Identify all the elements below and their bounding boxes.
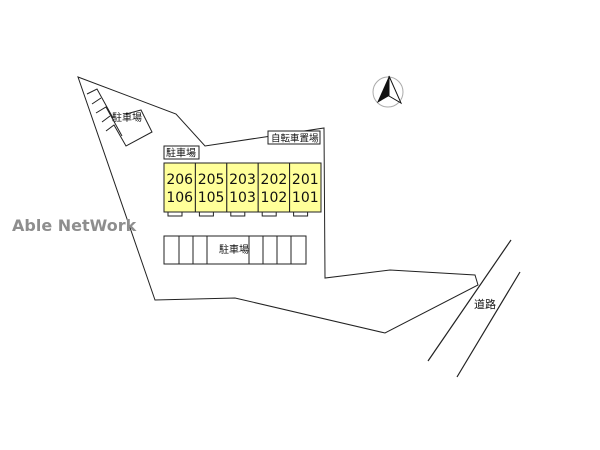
building-parking-box xyxy=(163,145,200,160)
unit-box xyxy=(163,162,196,213)
unit-number-lower: 101 xyxy=(292,190,319,206)
unit-number-upper: 201 xyxy=(292,172,319,188)
unit-entrance xyxy=(293,211,309,217)
north-arrow-icon xyxy=(372,75,404,108)
unit-number-upper: 203 xyxy=(229,172,256,188)
unit-number-upper: 206 xyxy=(166,172,193,188)
unit-box xyxy=(257,162,291,213)
site-boundary xyxy=(77,76,479,334)
unit-number-lower: 106 xyxy=(166,190,193,206)
unit-number-lower: 102 xyxy=(261,190,288,206)
parking-upper-left-label: 駐車場 xyxy=(112,111,142,124)
unit-number-upper: 205 xyxy=(198,172,225,188)
bicycle-parking-box xyxy=(267,130,321,145)
unit-number-upper: 202 xyxy=(261,172,288,188)
unit-box xyxy=(194,162,228,213)
unit-number-lower: 105 xyxy=(198,190,225,206)
unit-entrance xyxy=(198,211,214,217)
building-parking-label: 駐車場 xyxy=(166,147,196,160)
watermark: Able NetWork xyxy=(12,216,137,235)
parking-lower-label: 駐車場 xyxy=(219,243,249,256)
unit-entrance xyxy=(230,211,246,217)
unit-entrance xyxy=(261,211,277,217)
unit-entrance xyxy=(167,211,183,217)
parking-lower-stalls xyxy=(163,235,307,265)
bicycle-parking-label: 自転車置場 xyxy=(271,133,319,145)
road xyxy=(427,239,521,378)
parking-upper-left-stalls xyxy=(86,88,153,147)
unit-number-lower: 103 xyxy=(229,190,256,206)
road-label: 道路 xyxy=(474,297,496,311)
